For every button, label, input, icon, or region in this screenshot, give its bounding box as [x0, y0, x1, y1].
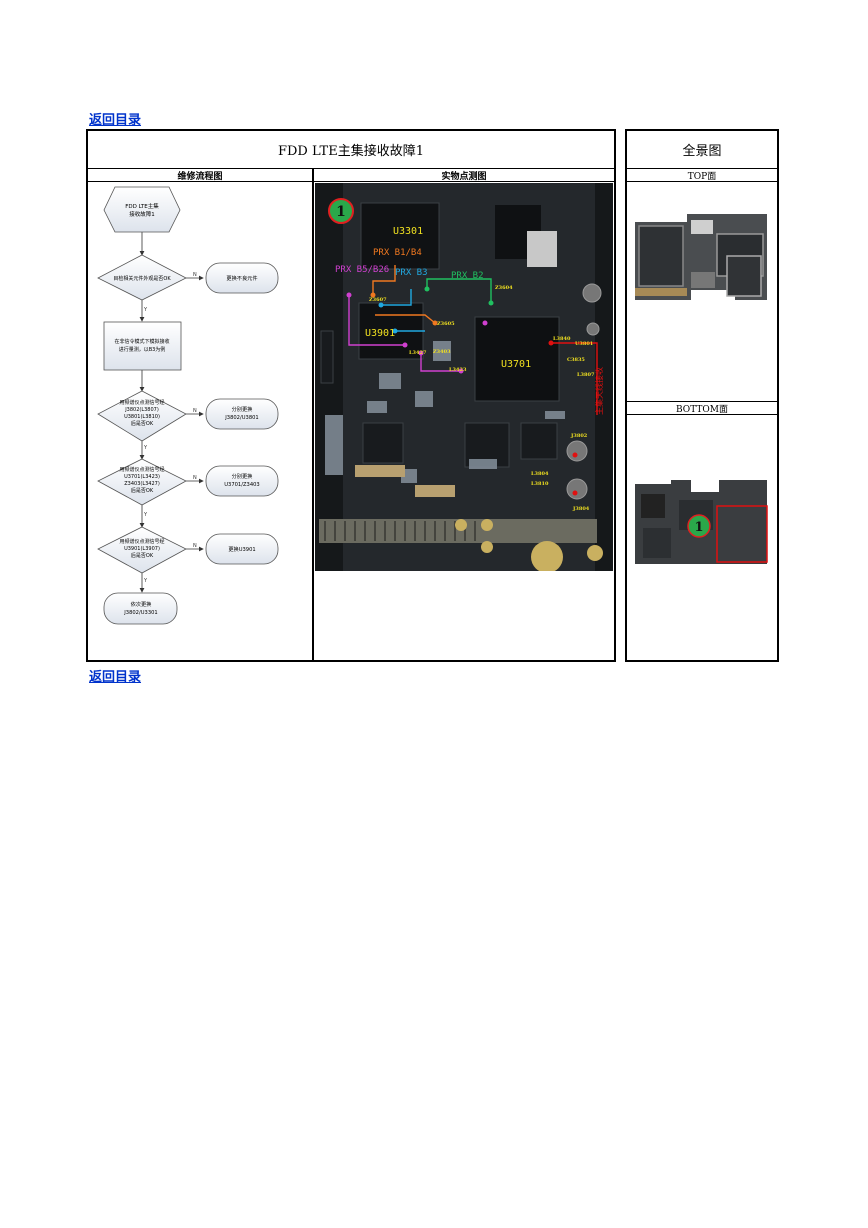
overview-title: 全景图 [682, 144, 722, 159]
decision-j3802-u3801 [97, 390, 187, 442]
repair-flowchart: N Y N Y N Y N Y FDD LTE主集 接收故障1 目检相关元件外观… [97, 186, 279, 625]
ref-z3403: Z3403 [433, 349, 451, 355]
divider [627, 414, 777, 415]
yes-label: Y [143, 307, 148, 313]
ref-l3423: L3423 [449, 367, 467, 373]
step-text-2: 进行量测，以B3为例 [119, 346, 166, 353]
divider [88, 181, 614, 182]
divider [627, 168, 777, 169]
decision-4-line-2: U3901(L3907) [124, 546, 160, 552]
ref-l3807: L3807 [577, 372, 595, 378]
end-line-1: 依次更换 [131, 600, 153, 608]
marker-circle [328, 198, 354, 224]
yes-label: Y [143, 512, 148, 518]
chip-label-u3301: U3301 [393, 226, 423, 237]
pcb-measurement-photo: 1 U3301 U3901 U3701 PRX B1/B4 PRX B5/B26… [315, 183, 613, 571]
decision-3-line-1: 用频谱仪点测信号经 [119, 466, 164, 473]
no-label: N [193, 543, 197, 549]
divider [88, 168, 614, 169]
decision-u3701-z3403 [97, 458, 187, 506]
end-node [103, 592, 178, 625]
end-line-2: J3802/U3301 [123, 610, 157, 616]
ref-j3804: J3804 [572, 506, 590, 512]
decision-4-line-3: 后是否OK [131, 552, 154, 559]
action-2-line-2: J3802/U3801 [224, 415, 258, 421]
path-label-prx-b5b26: PRX B5/B26 [335, 265, 389, 275]
back-to-index-link-top[interactable]: 返回目录 [89, 113, 142, 128]
action-replace-bad-part [205, 262, 279, 294]
decision-2-line-2: J3802(L3807) [124, 407, 159, 413]
action-3-line-2: U3701/Z3403 [224, 482, 260, 488]
back-to-index-link-bottom[interactable]: 返回目录 [89, 670, 142, 685]
action-replace-u3901 [205, 533, 279, 565]
top-side-board-drawing [635, 214, 767, 300]
decision-4-line-1: 用频谱仪点测信号经 [119, 538, 164, 545]
ref-l3840: L3840 [553, 336, 571, 342]
start-text-1: FDD LTE主集 [125, 202, 159, 210]
decision-u3901 [97, 526, 187, 574]
action-4-text: 更换U3901 [228, 545, 255, 553]
process-step-measure [103, 321, 182, 371]
start-node [103, 186, 181, 233]
column-header-flowchart: 维修流程图 [177, 171, 223, 182]
decision-3-line-4: 后是否OK [131, 487, 154, 494]
main-table-title: FDD LTE主集接收故障1 [277, 144, 424, 159]
bottom-side-board-drawing: 1 [635, 480, 768, 564]
ref-u3801: U3801 [575, 341, 593, 347]
bottom-side-label: BOTTOM面 [676, 404, 728, 415]
overview-table [625, 129, 779, 662]
divider [627, 181, 777, 182]
path-label-prx-b1b4: PRX B1/B4 [373, 248, 422, 258]
no-label: N [193, 272, 197, 278]
no-label: N [193, 475, 197, 481]
start-text-2: 接收故障1 [129, 210, 155, 218]
ref-l3804: L3804 [531, 471, 549, 477]
decision-3-line-2: U3701(L3423) [124, 474, 160, 480]
overview-marker-number: 1 [694, 520, 703, 535]
action-replace-j3802-u3801 [205, 398, 279, 430]
ref-z3604: Z3604 [495, 285, 513, 291]
decision-2-line-1: 用频谱仪点测信号经 [119, 399, 164, 406]
chip-label-u3901: U3901 [365, 328, 395, 339]
yes-label: Y [143, 578, 148, 584]
antenna-receive-note: 主集天线接收 [594, 367, 604, 415]
divider [312, 168, 314, 660]
decision-visual-check [97, 254, 187, 301]
decision-2-line-4: 后是否OK [131, 420, 154, 427]
action-1-text: 更换不良元件 [226, 274, 257, 282]
pcb-measurement-drawing: 1 U3301 U3901 U3701 PRX B1/B4 PRX B5/B26… [315, 183, 613, 571]
ref-z3605: Z3605 [437, 321, 455, 327]
ref-l3810: L3810 [531, 481, 549, 487]
path-label-prx-b2: PRX B2 [451, 271, 484, 281]
action-3-line-1: 分别更换 [232, 472, 254, 480]
chip-label-u3701: U3701 [501, 359, 531, 370]
bottom-side-board-image: 1 [631, 478, 771, 564]
top-side-board-image [631, 212, 771, 300]
step-text-1: 在非信令模式下模拟接收 [114, 338, 169, 345]
decision-2-line-3: U3801(L3810) [124, 414, 160, 420]
ref-l3427: L3427 [409, 350, 427, 356]
ref-j3802: J3802 [570, 433, 588, 439]
path-label-prx-b3: PRX B3 [395, 268, 428, 278]
yes-label: Y [143, 445, 148, 451]
divider [627, 401, 777, 402]
ref-z3607: Z3607 [369, 297, 387, 303]
decision-3-line-3: Z3403(L3427) [124, 481, 160, 487]
no-label: N [193, 408, 197, 414]
ref-c3835: C3835 [567, 357, 585, 363]
column-header-photo: 实物点测图 [441, 171, 487, 182]
action-replace-u3701-z3403 [205, 465, 279, 497]
marker-number: 1 [336, 204, 346, 220]
action-2-line-1: 分别更换 [232, 405, 254, 413]
top-side-label: TOP面 [687, 171, 717, 182]
decision-1-text: 目检相关元件外观是否OK [113, 275, 171, 282]
